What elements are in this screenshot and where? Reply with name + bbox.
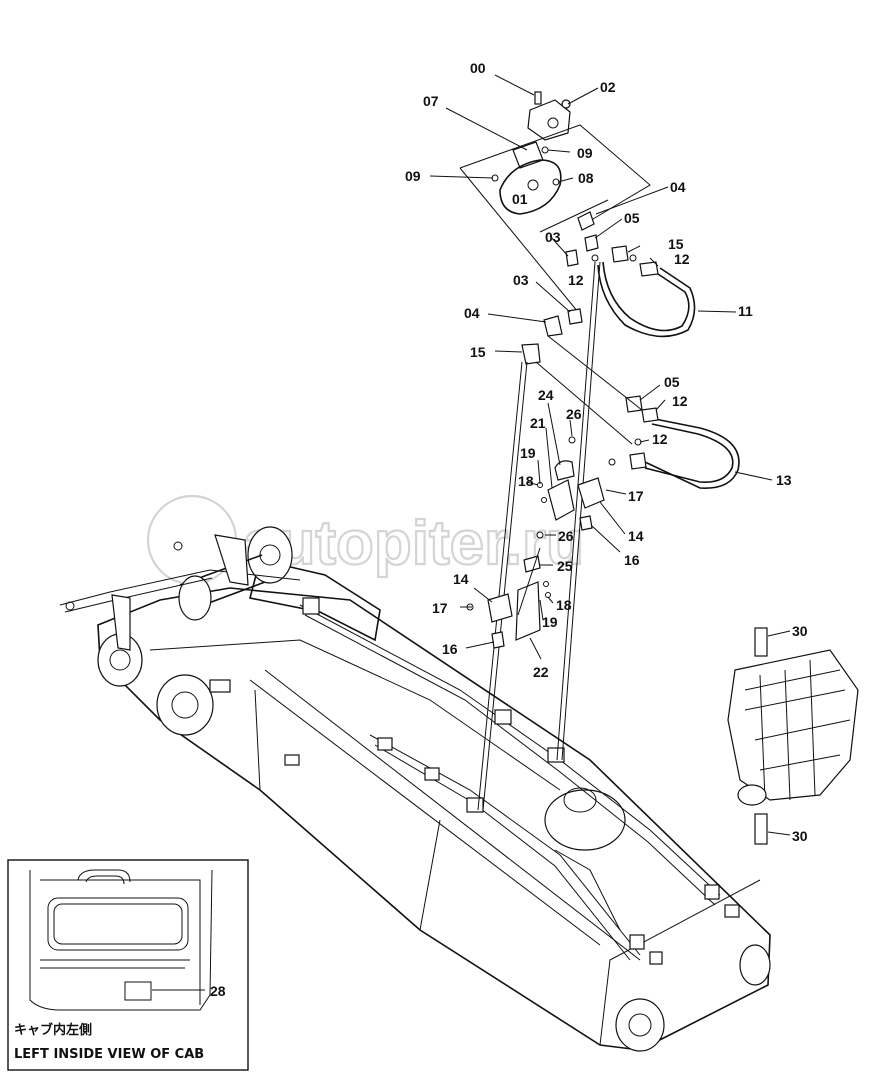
callout-18b: 18 <box>556 597 572 613</box>
clamp-band <box>499 159 562 215</box>
fitting-05a <box>584 234 599 252</box>
callout-16b: 16 <box>442 641 458 657</box>
callout-08: 08 <box>578 170 594 186</box>
callout-26a: 26 <box>566 406 582 422</box>
inset-caption-en: LEFT INSIDE VIEW OF CAB <box>14 1047 204 1062</box>
bracket-22 <box>515 581 541 641</box>
boom-tip-boss <box>615 998 665 1052</box>
cab-inset: キャブ内左側 LEFT INSIDE VIEW OF CAB <box>7 859 249 1071</box>
bracket-21 <box>547 479 575 521</box>
fitting-04b <box>543 315 563 337</box>
callout-21: 21 <box>530 415 546 431</box>
fitting-12a <box>639 261 659 277</box>
boom-assembly <box>59 526 771 1052</box>
callout-15a: 15 <box>668 236 684 252</box>
callout-14a: 14 <box>628 528 644 544</box>
callout-03b: 03 <box>513 272 529 288</box>
fitting-30a <box>754 627 768 657</box>
part-28 <box>124 981 152 1001</box>
callout-15b: 15 <box>470 344 486 360</box>
valve-bracket <box>512 141 544 169</box>
callout-05b: 05 <box>664 374 680 390</box>
inset-frame <box>7 859 249 1071</box>
hose-11 <box>597 264 696 338</box>
callout-07: 07 <box>423 93 439 109</box>
callout-05a: 05 <box>624 210 640 226</box>
callout-11: 11 <box>738 303 753 319</box>
nut-16b <box>491 631 505 649</box>
block-14b <box>487 593 513 623</box>
block-14a <box>577 477 605 509</box>
callout-16a: 16 <box>624 552 640 568</box>
callout-09b: 09 <box>405 168 421 184</box>
callout-19a: 19 <box>520 445 536 461</box>
hose-13 <box>644 417 740 489</box>
callout-30a: 30 <box>792 623 808 639</box>
callout-17b: 17 <box>432 600 448 616</box>
callout-14b: 14 <box>453 571 469 587</box>
callout-24: 24 <box>538 387 554 403</box>
inset-caption-jp: キャブ内左側 <box>14 1022 92 1038</box>
callout-26b: 26 <box>558 528 574 544</box>
arm-cylinder-bracket <box>544 789 626 851</box>
bracket-parts <box>466 436 616 649</box>
callout-01: 01 <box>512 191 528 207</box>
callout-17a: 17 <box>628 488 644 504</box>
boom-cylinder-boss <box>156 674 214 736</box>
leader-lines <box>429 74 791 836</box>
callout-28: 28 <box>210 983 226 999</box>
fitting-15a <box>611 245 629 263</box>
fitting-15b <box>521 343 541 365</box>
callout-04a: 04 <box>670 179 686 195</box>
boom-cylinder <box>249 559 381 642</box>
callout-labels: 00 02 07 09 09 08 01 04 05 03 15 12 12 1… <box>210 60 808 999</box>
callout-13: 13 <box>776 472 792 488</box>
valve-assembly <box>459 91 651 313</box>
callout-12b: 12 <box>568 272 584 288</box>
callout-30b: 30 <box>792 828 808 844</box>
callout-09a: 09 <box>577 145 593 161</box>
callout-02: 02 <box>600 79 616 95</box>
callout-19b: 19 <box>542 614 558 630</box>
nut-16a <box>579 515 593 531</box>
callout-04b: 04 <box>464 305 480 321</box>
callout-12d: 12 <box>652 431 668 447</box>
fitting-03a <box>565 249 579 267</box>
fitting-04a <box>577 211 595 231</box>
fitting-12c <box>641 407 659 423</box>
callout-12a: 12 <box>674 251 690 267</box>
callout-03a: 03 <box>545 229 561 245</box>
callout-25: 25 <box>557 558 573 574</box>
callout-12c: 12 <box>672 393 688 409</box>
fitting-12d <box>629 452 647 470</box>
fitting-03b <box>567 308 583 325</box>
callout-00: 00 <box>470 60 486 76</box>
callout-18a: 18 <box>518 473 534 489</box>
fitting-30b <box>754 813 768 845</box>
callout-22: 22 <box>533 664 549 680</box>
clamp-24 <box>554 460 575 481</box>
hose-assembly <box>477 211 740 811</box>
control-valve <box>727 627 859 845</box>
